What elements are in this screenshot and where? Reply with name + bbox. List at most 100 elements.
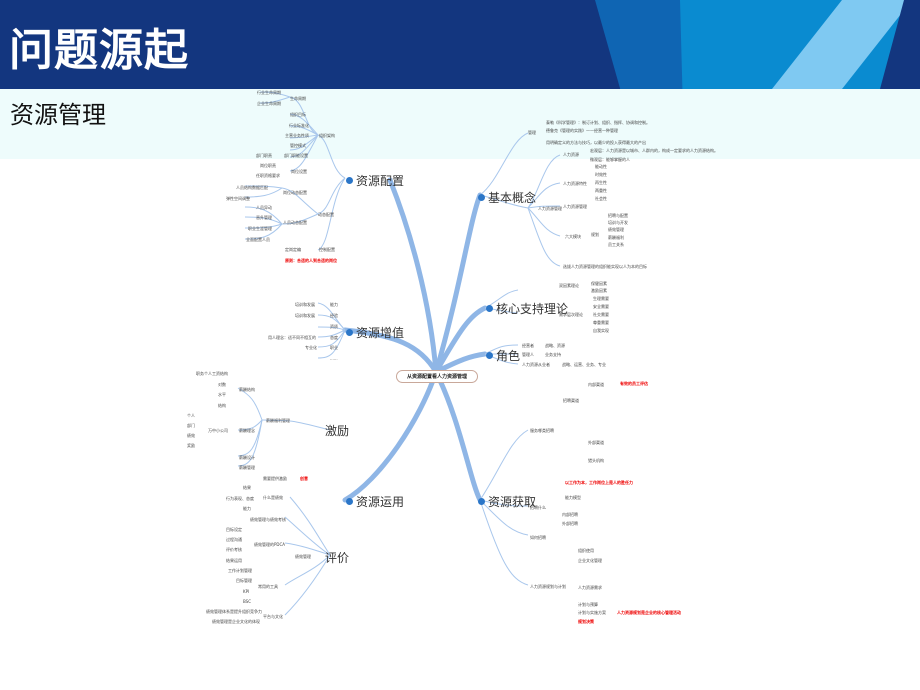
node-label: 微观层：能够掌握的人 xyxy=(590,157,630,162)
node-label: 人力资源特性 xyxy=(563,181,587,186)
node-label: 能力模型 xyxy=(565,495,581,500)
node-label: 万中小公司 xyxy=(208,428,228,433)
node-label: 员工关系 xyxy=(608,242,624,247)
node-label: 自我实现 xyxy=(593,328,609,333)
node-label: 薪酬设计 xyxy=(239,455,255,460)
node-label: 晋升管理 xyxy=(256,215,272,220)
node-label: 管理 xyxy=(528,130,536,135)
node-label: 奖励 xyxy=(187,443,195,448)
node-label: 组织架构 xyxy=(319,133,335,138)
node-label: 组织目标 xyxy=(290,112,306,117)
node-label: 经验 xyxy=(330,313,338,318)
node-label: 管控模式 xyxy=(290,143,306,148)
node-label: 组织使用 xyxy=(578,548,594,553)
node-label: 常用的工具 xyxy=(258,584,278,589)
node-label: 服务哪类招聘 xyxy=(530,428,554,433)
topic-marker-icon xyxy=(478,194,485,201)
node-label: 平台与文化 xyxy=(263,614,283,619)
node-label: 职务个人工资结构 xyxy=(196,371,228,376)
node-label: 管理人 xyxy=(522,352,534,357)
topic-marker-icon xyxy=(346,177,353,184)
node-label: 部门职责 xyxy=(256,153,272,158)
node-label: 绩效管理是企业文化的体现 xyxy=(212,619,260,624)
page-subtitle: 资源管理 xyxy=(10,101,106,129)
node-label: KPI xyxy=(243,589,250,594)
node-label: 用人理念：适不同不相互的 xyxy=(268,335,316,340)
node-label: 什么是绩效 xyxy=(263,495,283,500)
principle-note: 原则：合适的人到合适的岗位 xyxy=(285,258,337,263)
node-label: 能力 xyxy=(330,302,338,307)
node-label: 如何招聘 xyxy=(530,535,546,540)
node-label: 计划与预算 xyxy=(578,602,598,607)
node-label: 培训与开发 xyxy=(608,220,628,225)
node-label: 创意 xyxy=(300,476,308,481)
node-label: 尊重需要 xyxy=(593,320,609,325)
node-label: 战略、资源 xyxy=(545,343,565,348)
node-label: 薪酬管理 xyxy=(239,465,255,470)
branch-resource-acquisition[interactable]: 资源获取 xyxy=(478,493,536,510)
node-label: 态度 xyxy=(330,335,338,340)
node-label: 目标设定 xyxy=(226,527,242,532)
branch-resource-appreciation[interactable]: 资源增值 xyxy=(346,324,404,341)
topic-marker-icon xyxy=(346,329,353,336)
node-label: 六大模块 xyxy=(565,234,581,239)
node-label: 绩效 xyxy=(187,433,195,438)
node-label: 需求层次理论 xyxy=(559,312,583,317)
node-evaluation[interactable]: 评价 xyxy=(325,551,350,565)
node-label: 评价考核 xyxy=(226,547,242,552)
red-note: 有效的员工评估 xyxy=(620,381,648,386)
node-label: 弹性空间调整 xyxy=(226,196,250,201)
node-label: ...... xyxy=(330,356,338,361)
node-label: 薪酬结构 xyxy=(239,387,255,392)
branch-role[interactable]: 角色 xyxy=(486,347,520,364)
node-label: 社交需要 xyxy=(593,312,609,317)
node-label: 内部渠道 xyxy=(588,382,604,387)
node-label: 任职资格要求 xyxy=(256,173,280,178)
node-label: 招聘与配置 xyxy=(608,213,628,218)
node-label: 人力资源管理 xyxy=(563,204,587,209)
node-label: 行为表现、态度 xyxy=(226,496,254,501)
node-label: 宏观层：人力资源是以城市、人群内的，构成一定要求的人力资源结构。 xyxy=(590,148,718,153)
node-label: 人员结构数据匹配 xyxy=(236,185,268,190)
node-label: 猎头机构 xyxy=(588,458,604,463)
node-label: 能动性 xyxy=(595,164,607,169)
node-label: 对数 xyxy=(218,382,226,387)
page-title: 问题源起 xyxy=(9,25,189,76)
node-label: 人力资源管理 xyxy=(538,206,562,211)
node-label: 职业 xyxy=(330,345,338,350)
node-label: 结果 xyxy=(243,485,251,490)
node-incentive[interactable]: 激励 xyxy=(325,424,350,438)
node-label: 主营业务性质 xyxy=(285,133,309,138)
node-label: 外部渠道 xyxy=(588,440,604,445)
node-label: 两重性 xyxy=(595,188,607,193)
red-note: 人力资源规划是企业的核心管理活动 xyxy=(617,610,681,615)
node-label: 行业生命周期 xyxy=(257,90,281,95)
node-label: 部门 xyxy=(187,423,195,428)
node-label: 业务支持 xyxy=(545,352,561,357)
central-topic[interactable]: 从资源配置看人力资源管理 xyxy=(396,370,478,383)
node-label: 生命周期 xyxy=(290,96,306,101)
node-label: 绩效管理 xyxy=(608,227,624,232)
node-label: BSC xyxy=(243,599,252,604)
node-label: 薪酬理念 xyxy=(239,428,255,433)
topic-marker-icon xyxy=(478,498,485,505)
node-label: 内部招聘 xyxy=(562,512,578,517)
branch-resource-use[interactable]: 资源运用 xyxy=(346,493,404,510)
node-label: 安全需要 xyxy=(593,304,609,309)
branch-basic-concept[interactable]: 基本概念 xyxy=(478,189,536,206)
node-label: 双因素理论 xyxy=(559,283,579,288)
node-label: 定岗定编 xyxy=(285,247,301,252)
topic-marker-icon xyxy=(346,498,353,505)
node-label: 企业生命周期 xyxy=(257,101,281,106)
node-label: 人员异动 xyxy=(256,205,272,210)
subtitle-band xyxy=(0,89,920,159)
node-label: 计划与实施方案 xyxy=(578,610,606,615)
branch-core-theory[interactable]: 核心支持理论 xyxy=(486,300,568,317)
node-label: 过程沟通 xyxy=(226,537,242,542)
node-label: 结构 xyxy=(218,403,226,408)
branch-resource-allocation[interactable]: 资源配置 xyxy=(346,172,404,189)
node-label: 泰勒《科学管理》：制订计划、组织、指挥、协调和控制。 xyxy=(546,120,650,125)
node-label: 工作计划管理 xyxy=(228,568,252,573)
topic-marker-icon xyxy=(486,352,493,359)
